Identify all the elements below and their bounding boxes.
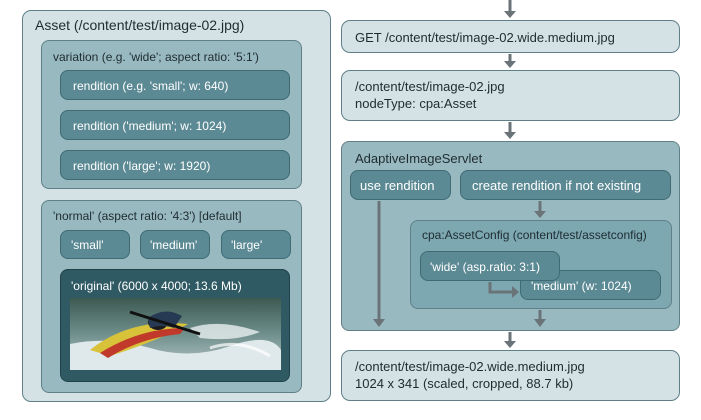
variation-wide-title: variation (e.g. 'wide'; aspect ratio: '5… [53, 50, 259, 64]
rendition-label: rendition ('medium'; w: 1024) [73, 119, 227, 133]
resolved-nodetype: nodeType: cpa:Asset [355, 96, 477, 111]
resolved-box: /content/test/image-02.jpg nodeType: cpa… [341, 70, 680, 121]
rendition-small-normal: 'small' [60, 230, 130, 259]
rendition-label: rendition (e.g. 'small'; w: 640) [73, 79, 229, 93]
create-rendition-box: create rendition if not existing [460, 170, 671, 200]
variation-normal-title: 'normal' (aspect ratio: '4:3') [default] [53, 209, 242, 223]
request-box: GET /content/test/image-02.wide.medium.j… [341, 20, 680, 53]
rendition-label: 'medium' [150, 238, 198, 252]
result-path: /content/test/image-02.wide.medium.jpg [355, 359, 585, 374]
rendition-large-normal: 'large' [221, 230, 291, 259]
create-rendition-label: create rendition if not existing [472, 178, 642, 193]
result-details: 1024 x 341 (scaled, cropped, 88.7 kb) [355, 376, 574, 391]
rendition-label: 'large' [231, 238, 263, 252]
use-rendition-box: use rendition [350, 170, 451, 200]
resolved-path: /content/test/image-02.jpg [355, 79, 505, 94]
config-wide-box: 'wide' (asp.ratio: 3:1) [420, 251, 560, 281]
config-wide-label: 'wide' (asp.ratio: 3:1) [430, 260, 540, 274]
config-medium-label: 'medium' (w: 1024) [531, 279, 632, 293]
rendition-medium-normal: 'medium' [140, 230, 210, 259]
use-rendition-label: use rendition [360, 178, 435, 193]
request-text: GET /content/test/image-02.wide.medium.j… [355, 30, 615, 45]
asset-title: Asset (/content/test/image-02.jpg) [35, 17, 245, 33]
rendition-large-wide: rendition ('large'; w: 1920) [60, 150, 290, 180]
rendition-label: 'small' [71, 238, 104, 252]
result-box: /content/test/image-02.wide.medium.jpg 1… [341, 350, 680, 401]
kayak-photo [70, 298, 281, 370]
rendition-label: rendition ('large'; w: 1920) [73, 159, 211, 173]
original-label: 'original' (6000 x 4000; 13.6 Mb) [71, 279, 242, 293]
rendition-medium-wide: rendition ('medium'; w: 1024) [60, 110, 290, 140]
servlet-title: AdaptiveImageServlet [355, 151, 483, 166]
asset-config-title: cpa:AssetConfig (content/test/assetconfi… [422, 228, 647, 242]
rendition-small-wide: rendition (e.g. 'small'; w: 640) [60, 70, 290, 100]
